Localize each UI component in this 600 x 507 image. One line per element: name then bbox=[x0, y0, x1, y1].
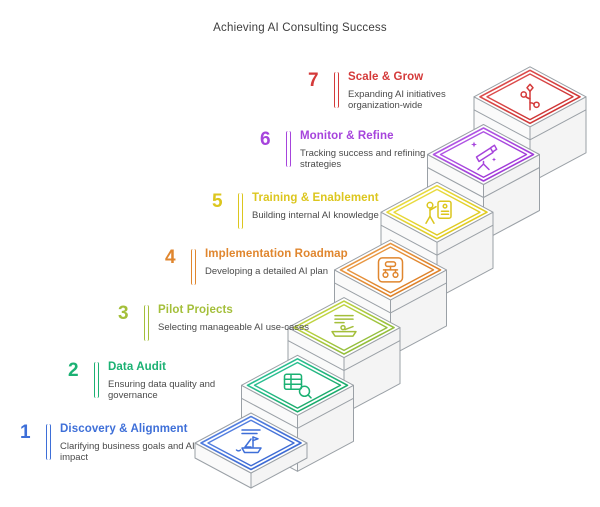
step-description: Expanding AI initiatives organization-wi… bbox=[348, 89, 446, 111]
step-title: Discovery & Alignment bbox=[60, 423, 188, 435]
roadmap-icon bbox=[377, 257, 404, 283]
step-description: Building internal AI knowledge bbox=[252, 210, 379, 221]
step-text: Pilot Projects Selecting manageable AI u… bbox=[158, 304, 312, 333]
stair-step-1 bbox=[194, 412, 308, 489]
step-accent-bar bbox=[238, 193, 243, 229]
step-accent-bar bbox=[46, 424, 51, 460]
step-text: Discovery & Alignment Clarifying busines… bbox=[60, 423, 214, 463]
telescope-icon bbox=[471, 141, 498, 171]
step-number: 3 bbox=[118, 303, 129, 324]
sailboat-icon bbox=[235, 429, 262, 454]
step-number: 4 bbox=[165, 247, 176, 268]
step-description: Clarifying business goals and AI impact bbox=[60, 441, 195, 463]
step-text: Training & Enablement Building internal … bbox=[252, 192, 406, 221]
step-accent-bar bbox=[191, 249, 196, 285]
step-label-7: 7 Scale & Grow Expanding AI initiatives … bbox=[308, 71, 538, 111]
step-label-4: 4 Implementation Roadmap Developing a de… bbox=[165, 248, 395, 285]
step-title: Data Audit bbox=[108, 361, 167, 373]
rowboat-icon bbox=[331, 314, 357, 337]
step-label-5: 5 Training & Enablement Building interna… bbox=[212, 192, 442, 229]
step-title: Scale & Grow bbox=[348, 71, 424, 83]
step-title: Monitor & Refine bbox=[300, 130, 394, 142]
step-number: 6 bbox=[260, 129, 271, 150]
step-text: Implementation Roadmap Developing a deta… bbox=[205, 248, 359, 277]
diagram-title: Achieving AI Consulting Success bbox=[213, 22, 387, 34]
step-description: Tracking success and refining strategies bbox=[300, 148, 426, 170]
step-number: 7 bbox=[308, 70, 319, 91]
step-title: Training & Enablement bbox=[252, 192, 379, 204]
step-number: 1 bbox=[20, 422, 31, 443]
step-text: Data Audit Ensuring data quality and gov… bbox=[108, 361, 262, 401]
step-text: Monitor & Refine Tracking success and re… bbox=[300, 130, 454, 170]
step-number: 5 bbox=[212, 191, 223, 212]
database-search-icon bbox=[283, 373, 312, 399]
step-label-2: 2 Data Audit Ensuring data quality and g… bbox=[68, 361, 298, 401]
step-number: 2 bbox=[68, 360, 79, 381]
step-accent-bar bbox=[94, 362, 99, 398]
step-description: Developing a detailed AI plan bbox=[205, 266, 329, 277]
step-description: Ensuring data quality and governance bbox=[108, 379, 216, 401]
step-title: Pilot Projects bbox=[158, 304, 233, 316]
growth-plant-icon bbox=[520, 83, 540, 111]
step-label-1: 1 Discovery & Alignment Clarifying busin… bbox=[20, 423, 250, 463]
presentation-training-icon bbox=[425, 200, 452, 224]
step-accent-bar bbox=[144, 305, 149, 341]
step-accent-bar bbox=[286, 131, 291, 167]
step-label-3: 3 Pilot Projects Selecting manageable AI… bbox=[118, 304, 348, 341]
step-label-6: 6 Monitor & Refine Tracking success and … bbox=[260, 130, 490, 170]
step-accent-bar bbox=[334, 72, 339, 108]
step-description: Selecting manageable AI use-cases bbox=[158, 322, 310, 333]
step-text: Scale & Grow Expanding AI initiatives or… bbox=[348, 71, 502, 111]
step-title: Implementation Roadmap bbox=[205, 248, 348, 260]
